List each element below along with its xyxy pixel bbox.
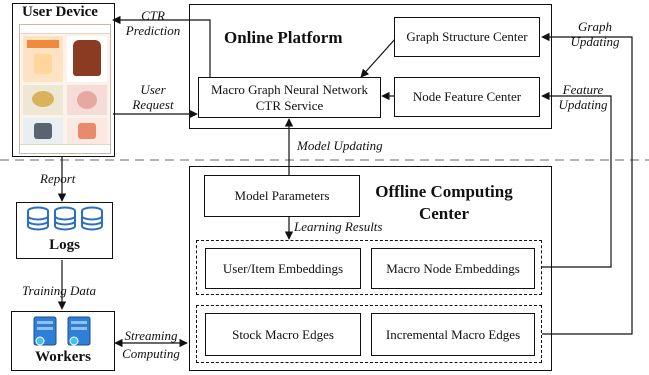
user-request-label: User Request [132, 82, 174, 112]
product-card-2 [67, 36, 107, 82]
feature-updating-label: Feature Updating [558, 82, 608, 112]
learning-results-label: Learning Results [294, 219, 383, 234]
ctr-prediction-label: CTR Prediction [125, 8, 181, 38]
product-card-4 [67, 85, 107, 115]
phone-screenshot [19, 24, 111, 154]
graph-updating-arrow [541, 32, 633, 335]
model-parameters-box: Model Parameters [204, 175, 360, 217]
incremental-macro-edges-box: Incremental Macro Edges [371, 313, 535, 356]
graph-updating-label: Graph Updating [570, 19, 620, 49]
logs-box [16, 202, 113, 259]
flower-image [77, 91, 97, 109]
ctr-prediction-arrow [112, 15, 211, 78]
embeddings-group [196, 240, 542, 295]
server-icon [33, 316, 91, 346]
workers-label: Workers [35, 349, 91, 365]
database-cylinder-1 [27, 206, 49, 231]
food-image [32, 91, 54, 107]
graph-structure-center-box: Graph Structure Center [394, 17, 540, 57]
app-top-bar [20, 25, 110, 34]
database-cylinder-3 [81, 206, 103, 231]
macro-edges-group [196, 305, 542, 363]
macro-node-embeddings-box: Macro Node Embeddings [371, 248, 535, 289]
product-card-5 [23, 118, 63, 144]
jacket-image [73, 40, 101, 76]
server-2 [67, 316, 91, 346]
stock-macro-edges-box: Stock Macro Edges [205, 313, 361, 356]
user-item-embeddings-box: User/Item Embeddings [205, 248, 361, 289]
bag-image [34, 123, 52, 139]
graph-center-to-service-arrow [360, 37, 397, 78]
product-card-6 [67, 118, 107, 144]
logs-label: Logs [49, 237, 80, 253]
product-item [34, 54, 52, 74]
offline-center-title: Offline Computing Center [375, 182, 513, 223]
product-card-3 [23, 85, 63, 115]
streaming-computing-label: Streaming Computing [122, 328, 180, 361]
database-cylinder-2 [54, 206, 76, 231]
online-platform-title: Online Platform [224, 28, 343, 47]
report-label: Report [40, 171, 76, 186]
model-updating-label: Model Updating [297, 138, 383, 153]
user-device-title: User Device [22, 4, 98, 20]
online-platform-frame [189, 4, 552, 129]
product-card-1 [23, 36, 63, 82]
promo-banner [27, 40, 59, 48]
training-data-label: Training Data [22, 283, 97, 298]
server-1 [33, 316, 57, 346]
node-feature-center-box: Node Feature Center [394, 77, 540, 117]
app-bottom-bar [20, 144, 110, 153]
feature-updating-arrow [541, 91, 612, 268]
workers-box [11, 311, 115, 371]
user-device-frame [12, 3, 115, 157]
offline-computing-center-frame [189, 166, 552, 371]
ctr-service-box: Macro Graph Neural Network CTR Service [198, 77, 381, 118]
database-icon [27, 206, 103, 231]
item-image [78, 123, 96, 139]
